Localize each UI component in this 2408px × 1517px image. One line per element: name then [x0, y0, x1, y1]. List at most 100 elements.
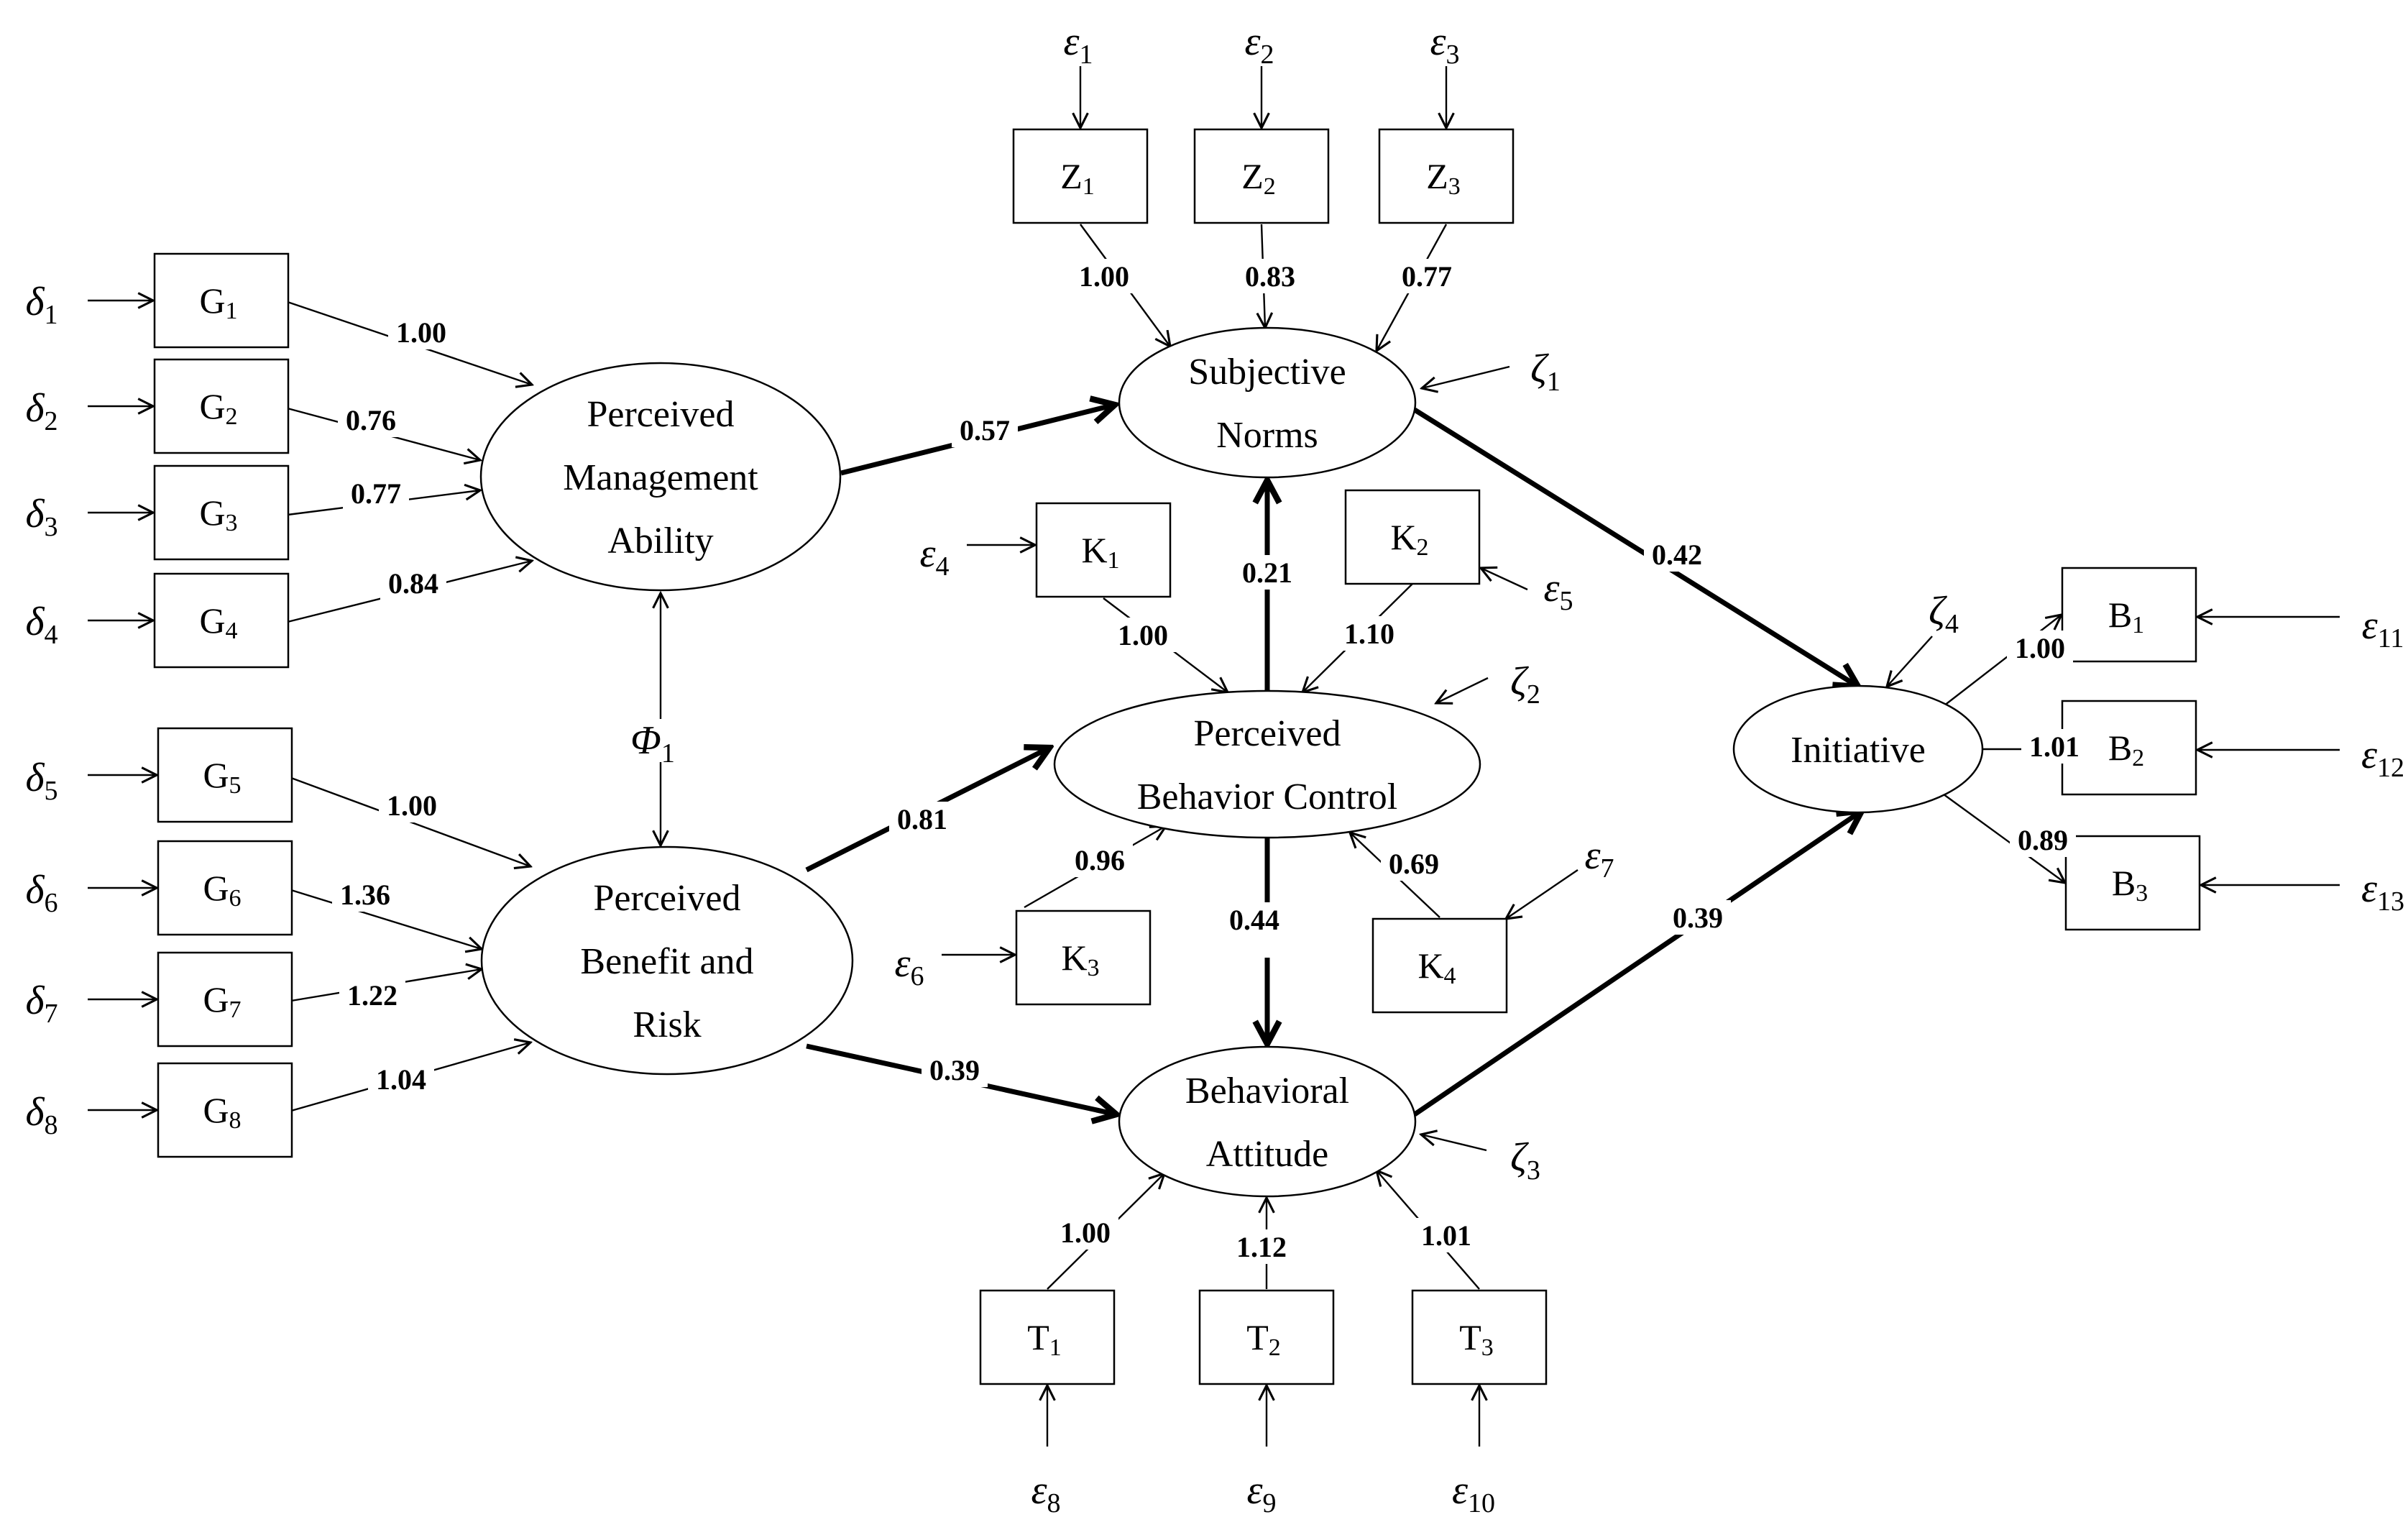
coef-loadings-t2-bg	[1228, 1229, 1295, 1264]
indicator-label-g7: G7	[203, 979, 241, 1023]
indicator-label-t1: T1	[1027, 1317, 1062, 1361]
construct-ellipse-init	[1732, 684, 1984, 814]
indicator-box-k2	[1344, 489, 1481, 585]
indicator-label-k3: K3	[1061, 938, 1099, 981]
symbol-phi1: Φ1	[630, 718, 675, 769]
residual-arrow-z1	[1422, 365, 1510, 388]
coef-loadings-g7: 1.22	[347, 979, 397, 1012]
coef-paths-sn-init: 0.42	[1652, 538, 1702, 571]
indicator-label-g3: G3	[199, 492, 237, 536]
coef-loadings-t3-bg	[1413, 1218, 1479, 1252]
coef-paths-sn-init-bg	[1644, 537, 1710, 572]
indicator-label-k4: K4	[1417, 945, 1456, 989]
symbol-d2: δ2	[25, 386, 58, 436]
coef-loadings-g5: 1.00	[387, 789, 437, 822]
symbol-e8: ε8	[1031, 1468, 1060, 1517]
symbol-e1: ε1	[1063, 19, 1093, 70]
coef-paths-pbr-ba-bg	[922, 1053, 988, 1087]
coef-loadings-g5-bg	[379, 788, 445, 822]
coef-loadings-b1: 1.00	[2015, 632, 2065, 664]
symbol-e11: ε11	[2362, 603, 2404, 654]
symbol-z3: ζ3	[1510, 1135, 1540, 1186]
symbol-e4: ε4	[919, 531, 949, 582]
symbol-e2: ε2	[1244, 19, 1274, 70]
symbol-e9: ε9	[1246, 1468, 1276, 1517]
indicator-box-k4	[1371, 917, 1508, 1014]
construct-label-pma: Ability	[607, 521, 713, 562]
residual-arrow-z3	[1421, 1135, 1487, 1152]
coef-loadings-g8: 1.04	[376, 1063, 426, 1096]
construct-label-ba: Attitude	[1206, 1134, 1328, 1175]
coef-paths-pma-sn-bg	[952, 413, 1018, 447]
symbol-d3: δ3	[25, 492, 58, 542]
error-arrow-e7	[1506, 869, 1578, 919]
indicator-box-g4	[153, 572, 290, 669]
symbol-d1: δ1	[25, 280, 58, 330]
coef-loadings-g7-bg	[339, 978, 405, 1012]
indicator-label-g5: G5	[203, 755, 241, 799]
construct-label-pbr: Risk	[633, 1004, 701, 1045]
indicator-label-z3: Z3	[1426, 156, 1461, 200]
symbol-e12: ε12	[2361, 733, 2404, 783]
indicator-label-z2: Z2	[1241, 156, 1276, 200]
loading-arrow-g6	[290, 889, 482, 949]
coef-loadings-g1-bg	[388, 315, 454, 349]
coef-loadings-z3-bg	[1394, 259, 1460, 293]
coef-loadings-g1: 1.00	[396, 316, 446, 349]
coef-paths-ba-init-bg	[1665, 900, 1731, 935]
indicator-label-g6: G6	[203, 868, 241, 912]
indicator-label-k1: K1	[1081, 530, 1119, 574]
coef-loadings-b3-bg	[2010, 822, 2076, 857]
coef-loadings-t2: 1.12	[1236, 1231, 1287, 1263]
coef-loadings-z2: 0.83	[1245, 260, 1295, 293]
symbol-z1: ζ1	[1530, 347, 1561, 397]
indicator-box-b3	[2064, 835, 2201, 931]
indicator-box-g7	[157, 951, 293, 1048]
error-arrow-e5	[1481, 568, 1528, 591]
coef-loadings-g3: 0.77	[351, 477, 401, 510]
symbol-e13: ε13	[2361, 866, 2404, 917]
symbol-e6: ε6	[894, 941, 924, 991]
indicator-label-g2: G2	[199, 386, 237, 430]
indicator-box-t3	[1411, 1289, 1548, 1385]
coef-loadings-k4-bg	[1381, 846, 1447, 881]
indicator-box-g3	[153, 464, 290, 561]
coef-loadings-g8-bg	[368, 1062, 434, 1096]
indicator-box-g2	[153, 358, 290, 454]
indicator-label-b3: B3	[2112, 863, 2148, 907]
indicator-box-z3	[1378, 128, 1515, 224]
symbol-z4: ζ4	[1929, 589, 1959, 639]
construct-label-pma: Management	[563, 457, 758, 498]
construct-label-pbc: Behavior Control	[1137, 776, 1398, 817]
coef-loadings-k4: 0.69	[1389, 848, 1439, 880]
indicator-box-g1	[153, 252, 290, 349]
coef-loadings-g3-bg	[343, 476, 409, 510]
symbol-d5: δ5	[25, 756, 58, 806]
indicator-label-g1: G1	[199, 280, 237, 324]
coef-loadings-k2-bg	[1336, 616, 1402, 651]
coef-loadings-b3: 0.89	[2018, 824, 2068, 856]
indicator-box-g6	[157, 840, 293, 936]
coef-paths-pbc-sn-bg	[1234, 555, 1300, 590]
coef-paths-pbr-ba: 0.39	[929, 1054, 980, 1086]
coef-loadings-k3-bg	[1067, 843, 1133, 877]
construct-ellipse-pma	[479, 362, 842, 592]
coef-paths-pma-sn: 0.57	[960, 414, 1010, 446]
coef-loadings-g6-bg	[332, 877, 398, 912]
coef-loadings-t1-bg	[1052, 1215, 1118, 1250]
loading-arrow-b3	[1940, 792, 2065, 883]
symbol-e3: ε3	[1430, 19, 1459, 70]
coef-loadings-z1: 1.00	[1079, 260, 1129, 293]
coef-loadings-t1: 1.00	[1060, 1216, 1111, 1249]
indicator-label-g8: G8	[203, 1090, 241, 1134]
coef-loadings-b2: 1.01	[2029, 730, 2080, 763]
coef-loadings-g2-bg	[338, 403, 404, 437]
coef-loadings-g4-bg	[380, 566, 446, 600]
symbol-d6: δ6	[25, 868, 58, 918]
indicator-label-b1: B1	[2108, 595, 2144, 638]
coef-loadings-k1-bg	[1110, 618, 1176, 652]
construct-ellipse-sn	[1118, 326, 1417, 479]
construct-label-pbc: Perceived	[1193, 713, 1341, 754]
coef-paths-pbr-pbc-bg	[889, 802, 955, 836]
